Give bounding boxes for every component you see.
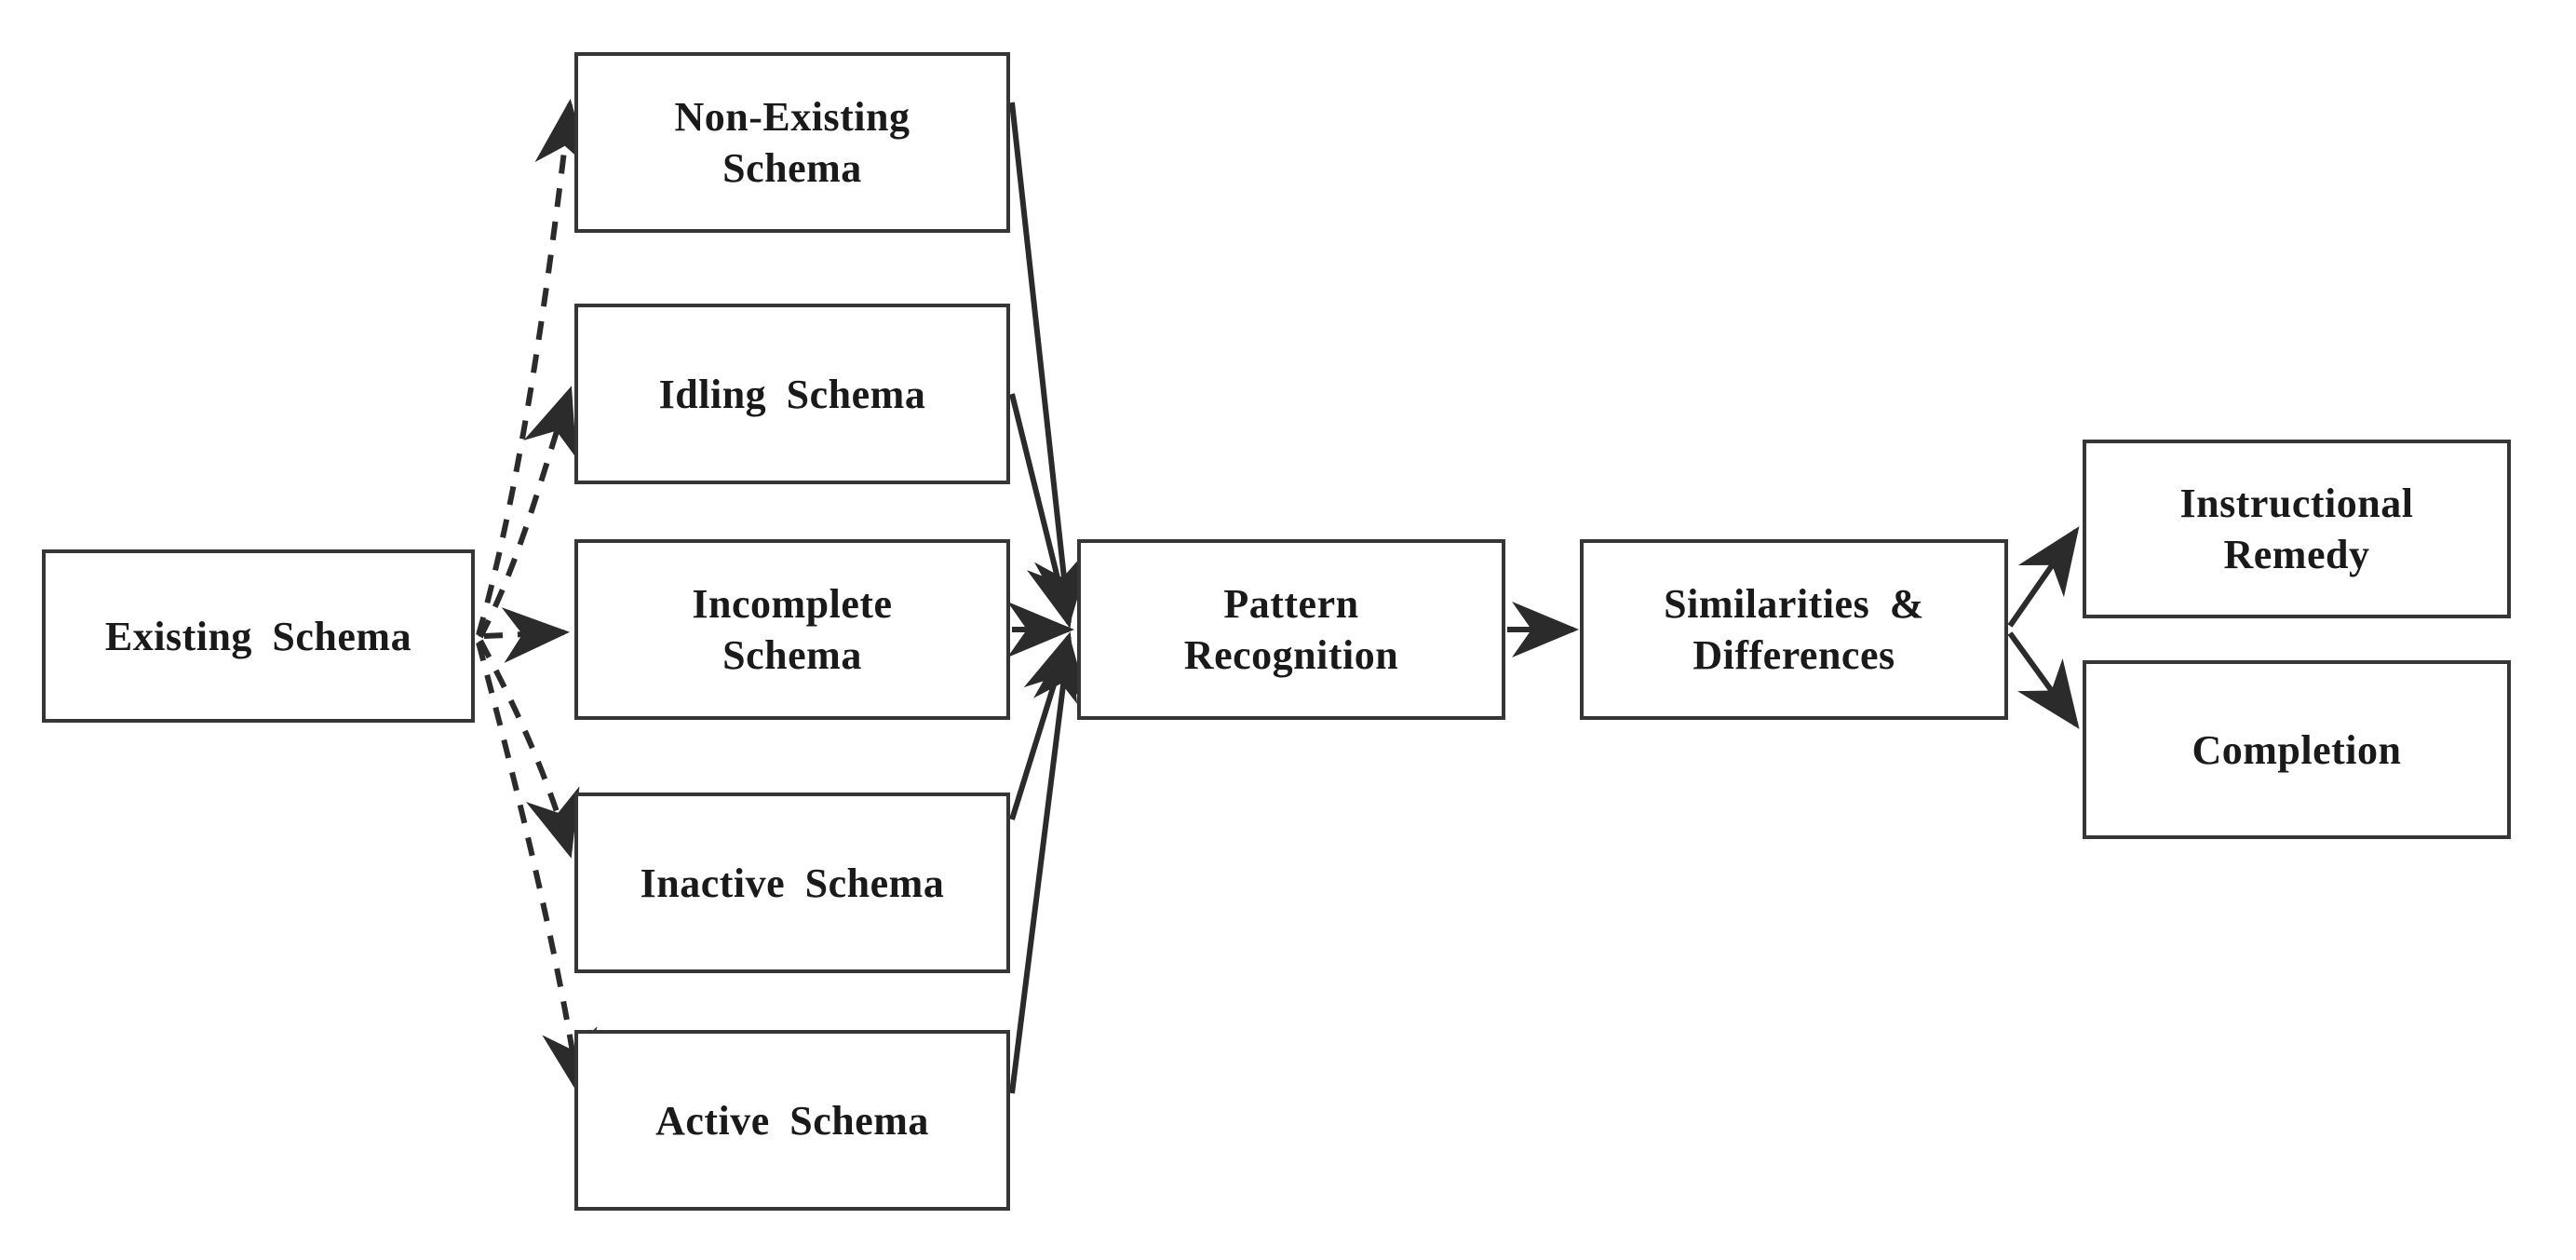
node-label-non-existing-schema: Non-Existing Schema — [674, 94, 910, 191]
edge-existing-to-active — [476, 642, 598, 1097]
node-non-existing-schema[interactable]: Non-Existing Schema — [574, 52, 1010, 233]
node-label-pattern-recognition: Pattern Recognition — [1183, 581, 1399, 678]
node-label-existing-schema: Existing Schema — [104, 613, 412, 659]
edge-existing-to-inactive — [478, 639, 580, 859]
edge-existing-to-non-existing — [476, 99, 591, 636]
node-incomplete-schema[interactable]: Incomplete Schema — [574, 539, 1010, 720]
edge-existing-to-idling — [478, 386, 577, 639]
node-pattern-recognition[interactable]: Pattern Recognition — [1077, 539, 1505, 720]
node-existing-schema[interactable]: Existing Schema — [42, 549, 475, 723]
node-active-schema[interactable]: Active Schema — [574, 1030, 1010, 1211]
edge-similarities-to-remedy — [2007, 526, 2080, 628]
node-instructional-remedy[interactable]: Instructional Remedy — [2083, 440, 2511, 618]
node-inactive-schema[interactable]: Inactive Schema — [574, 793, 1010, 973]
node-idling-schema[interactable]: Idling Schema — [574, 304, 1010, 484]
node-label-inactive-schema: Inactive Schema — [640, 860, 945, 906]
node-label-similarities-differences: Similarities & Differences — [1664, 581, 1924, 678]
node-label-incomplete-schema: Incomplete Schema — [692, 581, 893, 678]
edge-group-existing-fan — [476, 99, 598, 1097]
node-label-idling-schema: Idling Schema — [658, 371, 926, 417]
node-label-active-schema: Active Schema — [655, 1097, 929, 1144]
edge-inactive-to-pattern — [1009, 631, 1078, 820]
edge-similarities-to-completion — [2007, 631, 2080, 729]
node-label-instructional-remedy: Instructional Remedy — [2179, 481, 2414, 577]
node-completion[interactable]: Completion — [2083, 660, 2511, 839]
edge-active-to-pattern — [1009, 635, 1089, 1094]
edge-idling-to-pattern — [1009, 393, 1082, 629]
edge-group-outcome-branch — [2007, 526, 2080, 729]
edge-existing-to-incomplete — [483, 607, 570, 664]
node-similarities-differences[interactable]: Similarities & Differences — [1580, 539, 2008, 720]
edge-group-pattern-fan — [1007, 102, 1090, 1094]
node-label-completion: Completion — [2192, 726, 2402, 773]
edge-non-existing-to-pattern — [1009, 102, 1090, 626]
